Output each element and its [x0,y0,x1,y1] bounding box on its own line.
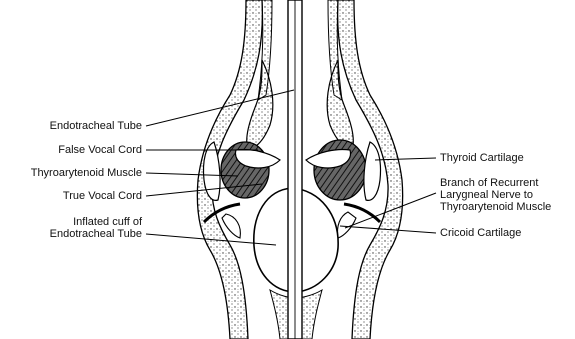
label-true-vocal-cord: True Vocal Cord [0,190,142,202]
label-inflated-cuff: Inflated cuff of Endotracheal Tube [0,216,142,240]
label-thyroarytenoid-muscle: Thyroarytenoid Muscle [0,167,142,179]
label-false-vocal-cord: False Vocal Cord [0,144,142,156]
right-thyroid-cartilage [364,142,381,200]
label-thyroid-cartilage: Thyroid Cartilage [440,152,574,164]
label-cricoid-cartilage: Cricoid Cartilage [440,227,574,239]
label-recurrent-nerve-branch: Branch of Recurrent Larygneal Nerve to T… [440,177,574,213]
label-endotracheal-tube: Endotracheal Tube [0,120,142,132]
